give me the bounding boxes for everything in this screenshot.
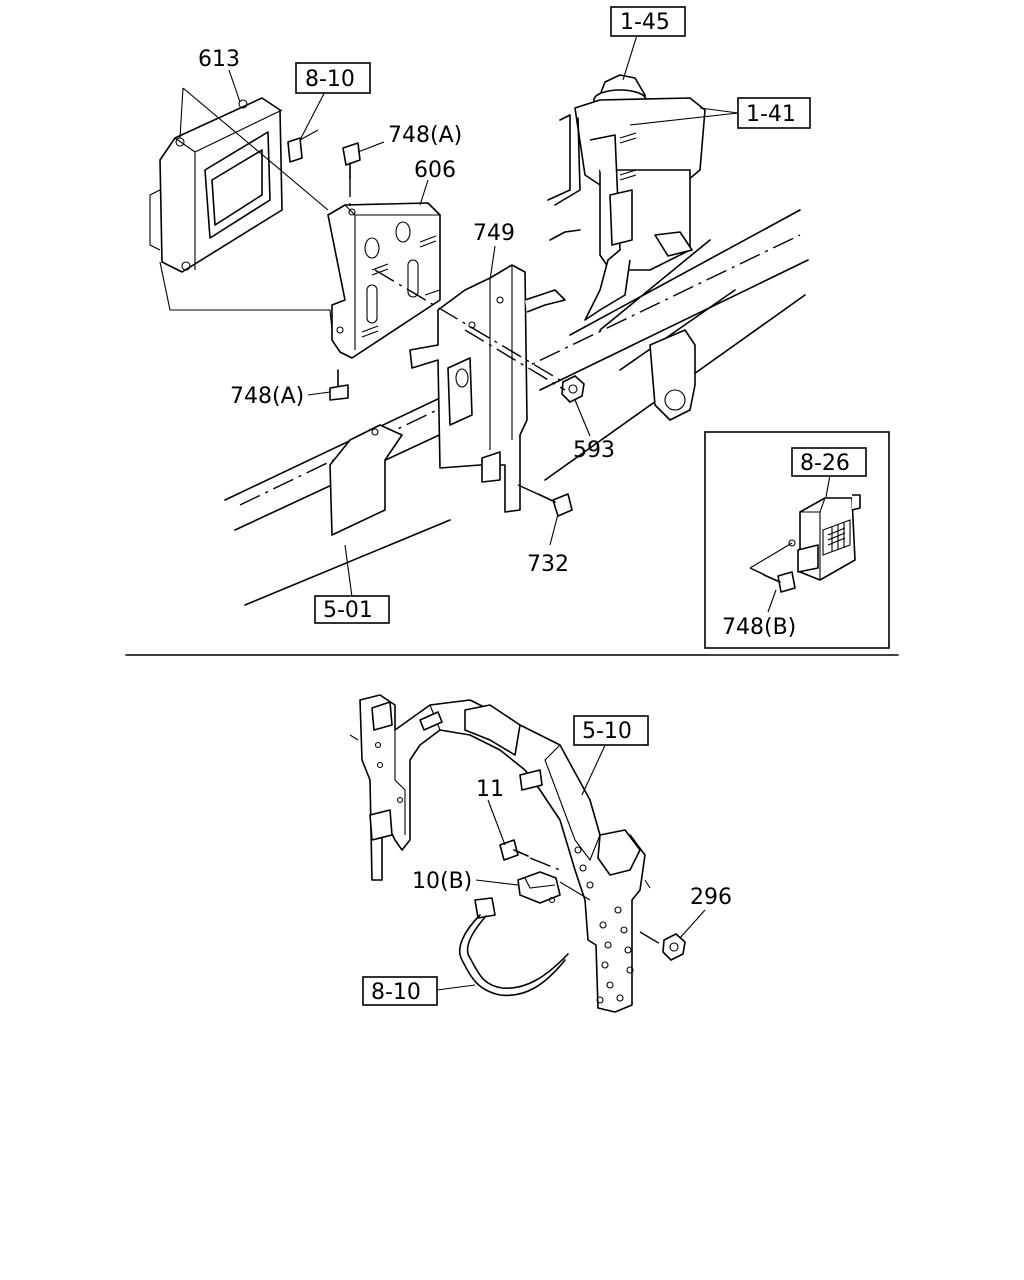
bolt-748a-top (342, 142, 361, 179)
callout-732: 732 (527, 552, 569, 577)
nut-296 (662, 933, 686, 961)
air-tank-assembly (547, 74, 706, 321)
dashed-centerlines-top (349, 175, 766, 576)
callout-box-1-41 (737, 97, 811, 129)
callout-box-5-01 (314, 595, 390, 624)
spring-hanger (649, 329, 696, 421)
nut-593 (561, 375, 585, 403)
callout-8-10-top: 8-10 (305, 67, 355, 92)
callout-8-10-bottom: 8-10 (371, 980, 421, 1005)
callout-593: 593 (573, 438, 615, 463)
frame-gusset (329, 424, 403, 536)
callout-11: 11 (476, 777, 504, 802)
connector-810 (287, 129, 319, 163)
callout-box-5-10 (573, 715, 649, 746)
bolt-732 (537, 493, 573, 517)
control-unit-613 (149, 97, 283, 273)
bracket-749 (409, 264, 566, 513)
callout-box-8-10-top (295, 62, 371, 94)
callout-box-8-10-bottom (362, 976, 438, 1006)
callout-613: 613 (198, 47, 240, 72)
callout-5-10: 5-10 (582, 719, 632, 744)
callout-606: 606 (414, 158, 456, 183)
callout-5-01: 5-01 (323, 598, 373, 623)
callout-748a-bottom: 748(A) (230, 384, 304, 409)
sensor-10b (517, 871, 561, 904)
callout-748b: 748(B) (722, 615, 796, 640)
bolt-748a-bottom (329, 369, 349, 401)
callout-10b: 10(B) (412, 869, 472, 894)
callout-296: 296 (690, 885, 732, 910)
callout-749: 749 (473, 221, 515, 246)
bracket-606 (327, 202, 441, 359)
leader-lines-bottom (436, 727, 706, 991)
callout-box-8-26 (791, 447, 867, 477)
cross-member-5-10 (349, 694, 651, 1013)
callout-1-45: 1-45 (620, 10, 670, 35)
harness-8-10 (458, 897, 569, 997)
callout-8-26: 8-26 (800, 451, 850, 476)
callout-box-1-45 (610, 6, 686, 37)
callout-1-41: 1-41 (746, 102, 796, 127)
callout-748a-top: 748(A) (388, 123, 462, 148)
